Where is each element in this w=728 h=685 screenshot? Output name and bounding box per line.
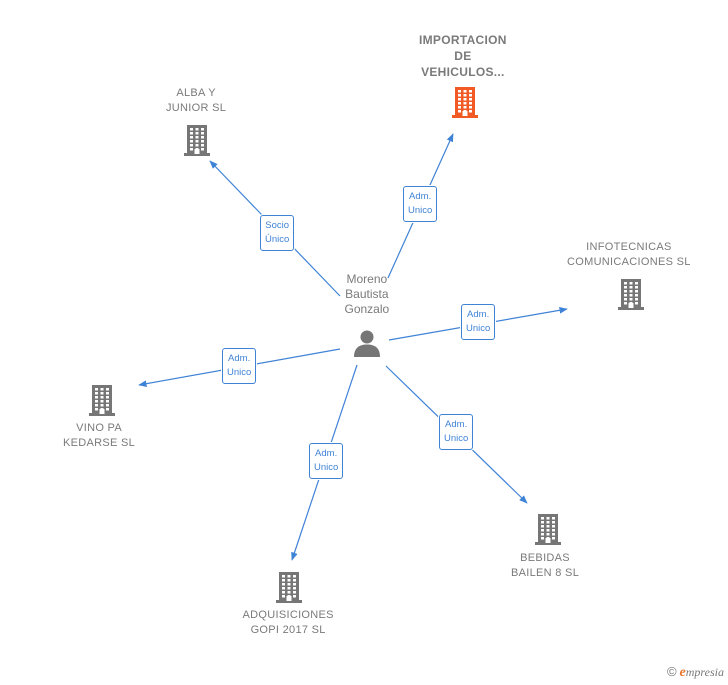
company-name-adquisiciones-line: ADQUISICIONES <box>242 609 334 621</box>
relation-badge-infotecnicas-line: Adm. <box>467 309 490 320</box>
relation-badge-importacion-line: Adm. <box>409 191 432 202</box>
person-name-line: Bautista <box>345 286 389 301</box>
company-name-alba[interactable]: ALBA Y JUNIOR SL <box>166 86 226 116</box>
building-icon[interactable] <box>274 570 304 609</box>
company-name-importacion-line: VEHICULOS... <box>421 65 505 79</box>
company-name-importacion-line: IMPORTACION <box>419 33 507 47</box>
building-icon[interactable] <box>450 85 480 124</box>
relation-badge-infotecnicas[interactable]: Adm. Unico <box>461 304 496 340</box>
company-name-alba-line: ALBA Y <box>176 87 216 99</box>
relation-badge-infotecnicas-line: Unico <box>466 323 491 334</box>
company-name-bebidas-line: BEBIDAS <box>520 552 570 564</box>
person-icon[interactable] <box>352 328 382 363</box>
relation-badge-alba-line: Único <box>265 234 290 245</box>
company-name-bebidas[interactable]: BEBIDAS BAILEN 8 SL <box>511 551 579 581</box>
relation-badge-vino-line: Unico <box>227 367 252 378</box>
company-name-vino[interactable]: VINO PA KEDARSE SL <box>63 421 135 451</box>
company-name-adquisiciones[interactable]: ADQUISICIONES GOPI 2017 SL <box>243 608 334 638</box>
company-name-infotecnicas-line: COMUNICACIONES SL <box>567 256 691 268</box>
building-icon[interactable] <box>616 277 646 316</box>
company-name-importacion[interactable]: IMPORTACION DE VEHICULOS... <box>419 32 507 80</box>
relation-badge-bebidas-line: Unico <box>444 433 469 444</box>
company-name-alba-line: JUNIOR SL <box>166 102 227 114</box>
relation-badge-adquisiciones[interactable]: Adm. Unico <box>309 443 344 479</box>
company-name-vino-line: VINO PA <box>76 422 122 434</box>
empresia-logo[interactable]: ©empresia <box>666 664 724 680</box>
person-name-line: Gonzalo <box>344 301 390 316</box>
company-name-bebidas-line: BAILEN 8 SL <box>511 567 580 579</box>
relation-badge-vino[interactable]: Adm. Unico <box>222 348 257 384</box>
company-name-adquisiciones-line: GOPI 2017 SL <box>250 624 326 636</box>
person-name-line: Moreno <box>346 271 388 286</box>
company-name-vino-line: KEDARSE SL <box>63 437 136 449</box>
relation-badge-alba-line: Socio <box>265 220 290 231</box>
relation-badge-vino-line: Adm. <box>228 353 251 364</box>
relation-badge-importacion-line: Unico <box>408 205 433 216</box>
company-name-infotecnicas[interactable]: INFOTECNICAS COMUNICACIONES SL <box>567 240 691 270</box>
company-name-infotecnicas-line: INFOTECNICAS <box>586 241 672 253</box>
building-icon[interactable] <box>87 383 117 422</box>
relation-badge-adquisiciones-line: Adm. <box>315 448 338 459</box>
building-icon[interactable] <box>182 123 212 162</box>
relation-badge-adquisiciones-line: Unico <box>314 462 339 473</box>
relation-badge-bebidas[interactable]: Adm. Unico <box>439 414 474 450</box>
company-name-importacion-line: DE <box>454 49 472 63</box>
relation-badge-bebidas-line: Adm. <box>445 419 468 430</box>
building-icon[interactable] <box>533 512 563 551</box>
relation-badge-importacion[interactable]: Adm. Unico <box>403 186 438 222</box>
